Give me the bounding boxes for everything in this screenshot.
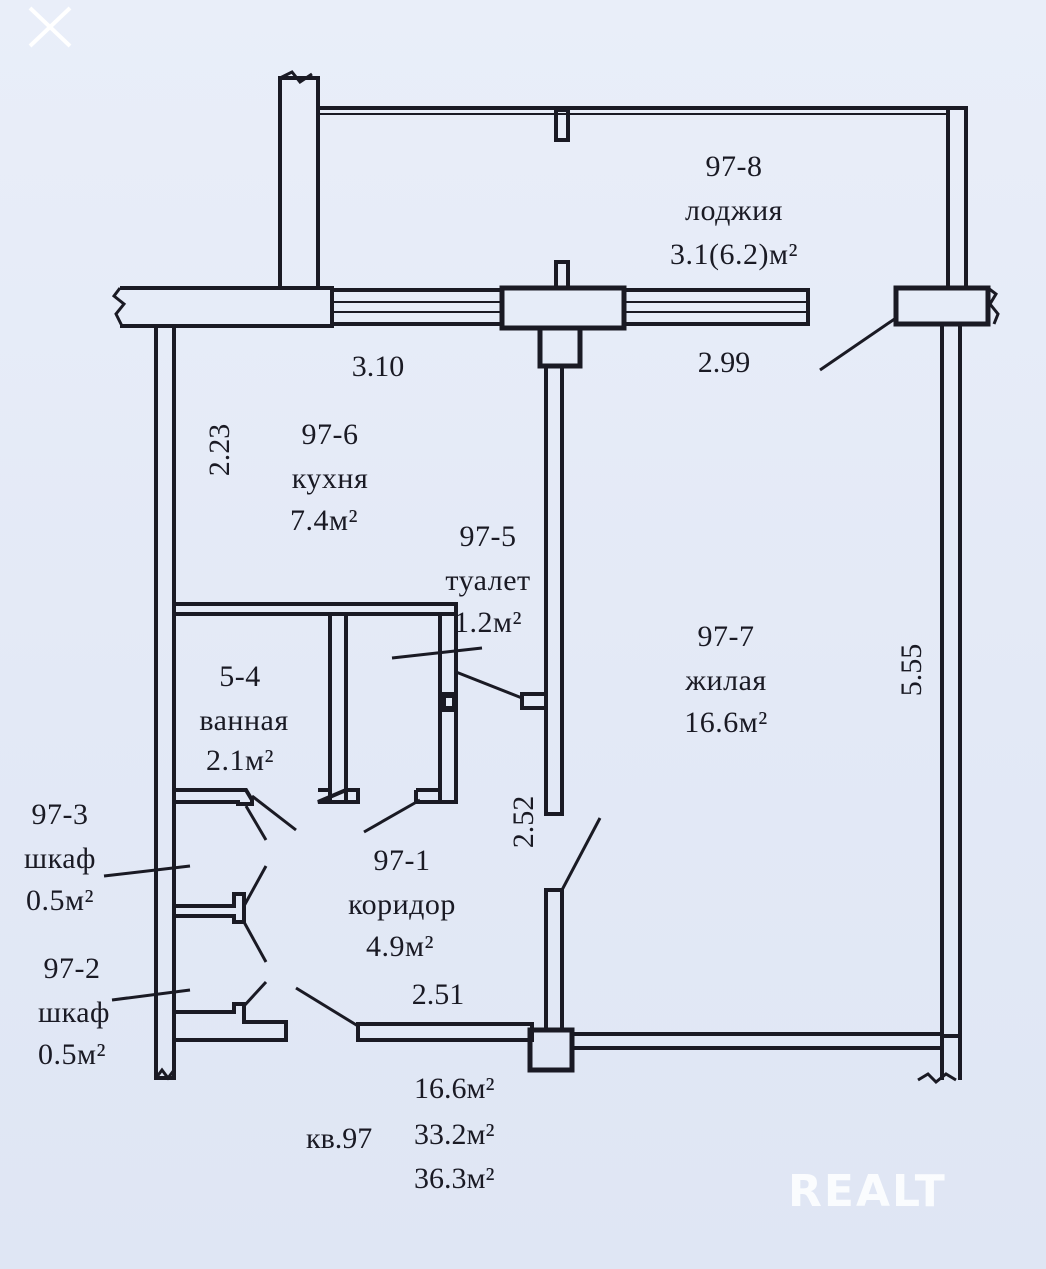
- room-id: 5-4: [219, 660, 261, 693]
- room-name: жилая: [685, 664, 767, 697]
- loggia-right-wall: [946, 106, 968, 290]
- room-area: 1.2м²: [454, 606, 522, 639]
- wall-bottom-living: [570, 1032, 944, 1050]
- room-area: 3.1(6.2)м²: [670, 238, 798, 271]
- pier-right: [893, 285, 991, 327]
- room-area: 0.5м²: [38, 1038, 106, 1071]
- dimension-living-width: 2.99: [697, 346, 751, 379]
- apartment-label: кв.97: [306, 1122, 373, 1155]
- dimension-kitchen-depth: 2.23: [203, 423, 236, 477]
- realt-watermark-logo: REALT: [788, 1166, 947, 1217]
- apartment-total-area: 33.2м²: [414, 1118, 495, 1151]
- room-name: шкаф: [38, 996, 110, 1029]
- dimension-living-depth: 5.55: [895, 643, 928, 697]
- window-living: [622, 288, 810, 326]
- wall-left-exterior: [154, 324, 176, 1080]
- room-area: 4.9м²: [366, 930, 434, 963]
- room-id: 97-1: [373, 844, 431, 877]
- partition-kitchen-bath: [174, 602, 458, 616]
- close-icon[interactable]: [22, 4, 82, 52]
- room-name: лоджия: [685, 194, 783, 227]
- room-area: 0.5м²: [26, 884, 94, 917]
- room-area: 7.4м²: [290, 504, 358, 537]
- room-area: 16.6м²: [684, 706, 768, 739]
- pier-bottom: [527, 1027, 575, 1073]
- room-id: 97-5: [459, 520, 517, 553]
- apartment-living-area: 16.6м²: [414, 1072, 495, 1105]
- exterior-wall-left: [120, 286, 334, 328]
- pier-center: [499, 285, 627, 331]
- room-id: 97-2: [43, 952, 101, 985]
- room-id: 97-3: [31, 798, 89, 831]
- room-id: 97-6: [301, 418, 359, 451]
- partition-kitchen-living: [544, 364, 564, 816]
- window-kitchen: [330, 288, 504, 326]
- room-name: туалет: [445, 564, 531, 597]
- apartment-total-with-loggia: 36.3м²: [414, 1162, 495, 1195]
- dimension-kitchen-width: 3.10: [351, 350, 405, 383]
- room-name: шкаф: [24, 842, 96, 875]
- room-name: кухня: [291, 462, 369, 495]
- room-name: ванная: [199, 704, 289, 737]
- room-area: 2.1м²: [206, 744, 274, 777]
- room-id: 97-7: [697, 620, 755, 653]
- room-id: 97-8: [705, 150, 763, 183]
- wall-bottom-corridor: [356, 1022, 534, 1042]
- dimension-corridor-width: 2.51: [411, 978, 465, 1011]
- wall-column-top-left: [278, 76, 320, 290]
- wall-right-exterior: [940, 322, 962, 1038]
- room-name: коридор: [348, 888, 456, 921]
- dimension-corridor-depth: 2.52: [507, 795, 540, 849]
